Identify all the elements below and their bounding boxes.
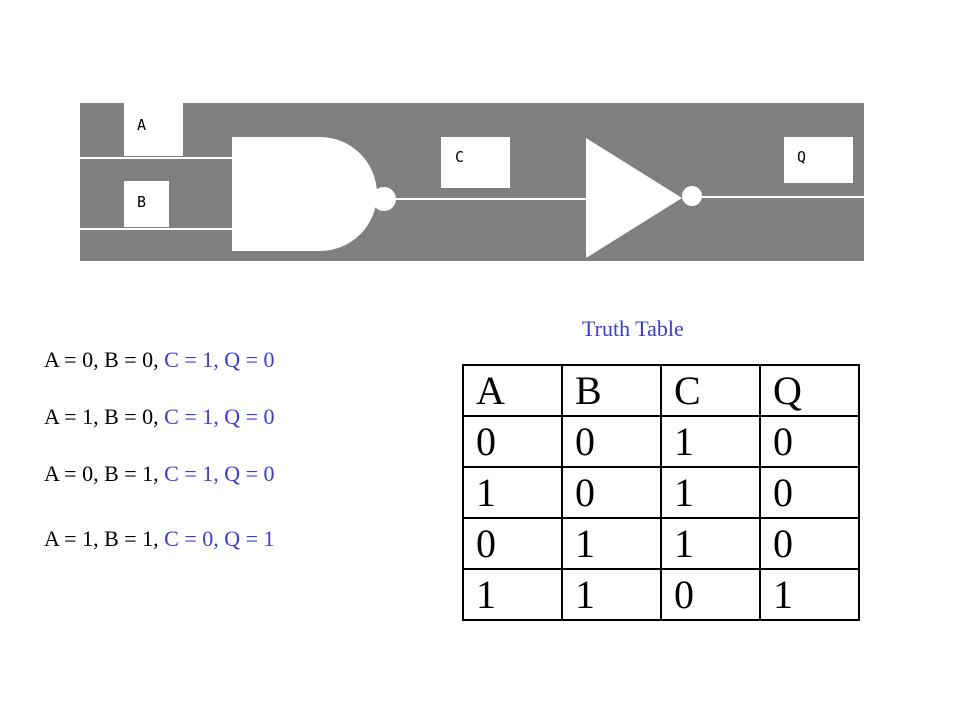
case-inputs: A = 0, B = 0,	[44, 347, 165, 372]
case-outputs: C = 1, Q = 0	[164, 404, 275, 429]
header-c: C	[660, 364, 761, 417]
not-gate	[586, 138, 682, 258]
table-cell: 1	[759, 568, 860, 621]
truth-table: A B C Q 0 0 1 0 1 0 1 0 0 1 1 0 1 1 0 1	[462, 364, 860, 621]
table-cell: 0	[561, 415, 662, 468]
label-q: Q	[797, 148, 806, 166]
table-cell: 1	[561, 568, 662, 621]
label-box-q	[784, 137, 853, 183]
label-c: C	[455, 148, 464, 166]
table-cell: 1	[561, 517, 662, 570]
table-cell: 1	[660, 466, 761, 519]
table-cell: 0	[759, 517, 860, 570]
table-cell: 1	[660, 415, 761, 468]
case-outputs: C = 0, Q = 1	[164, 526, 275, 551]
label-box-a	[124, 103, 183, 156]
table-cell: 0	[759, 415, 860, 468]
nand-gate	[232, 137, 377, 251]
case-inputs: A = 1, B = 1,	[44, 526, 165, 551]
case-outputs: C = 1, Q = 0	[164, 347, 275, 372]
table-cell: 0	[660, 568, 761, 621]
label-b: B	[137, 193, 146, 211]
case-line-4: A = 1, B = 1, C = 0, Q = 1	[44, 526, 275, 552]
table-cell: 1	[462, 568, 563, 621]
label-a: A	[137, 116, 146, 134]
truth-table-title: Truth Table	[582, 316, 684, 341]
logic-circuit-diagram: A B C Q	[80, 103, 864, 261]
table-row: 1 0 1 0	[462, 466, 860, 519]
header-b: B	[561, 364, 662, 417]
table-row: 0 1 1 0	[462, 517, 860, 570]
label-box-c	[441, 137, 510, 188]
nand-inversion-bubble	[372, 187, 396, 211]
case-inputs: A = 0, B = 1,	[44, 461, 165, 486]
table-cell: 1	[660, 517, 761, 570]
table-header-row: A B C Q	[462, 364, 860, 417]
table-row: 1 1 0 1	[462, 568, 860, 621]
case-line-1: A = 0, B = 0, C = 1, Q = 0	[44, 347, 275, 373]
not-inversion-bubble	[682, 186, 702, 206]
case-outputs: C = 1, Q = 0	[164, 461, 275, 486]
case-line-3: A = 0, B = 1, C = 1, Q = 0	[44, 461, 275, 487]
table-row: 0 0 1 0	[462, 415, 860, 468]
table-cell: 1	[462, 466, 563, 519]
header-a: A	[462, 364, 563, 417]
label-box-b	[124, 181, 169, 227]
case-inputs: A = 1, B = 0,	[44, 404, 165, 429]
table-cell: 0	[759, 466, 860, 519]
table-cell: 0	[561, 466, 662, 519]
header-q: Q	[759, 364, 860, 417]
table-cell: 0	[462, 517, 563, 570]
case-line-2: A = 1, B = 0, C = 1, Q = 0	[44, 404, 275, 430]
table-cell: 0	[462, 415, 563, 468]
